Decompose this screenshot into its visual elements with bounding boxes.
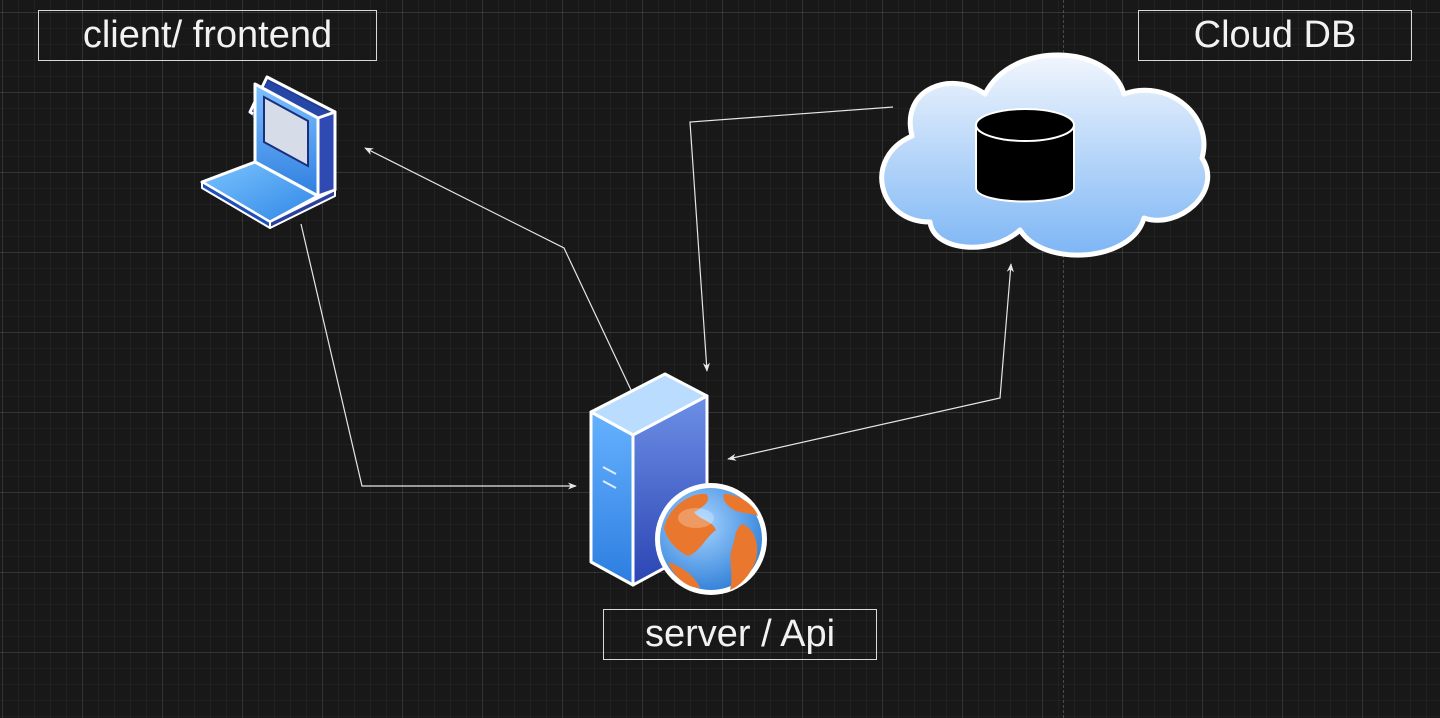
cloud-db-label[interactable]: Cloud DB [1138,10,1412,61]
connectors [300,106,1014,490]
page-break-line [1063,0,1064,718]
connector-client-to-server[interactable] [300,223,577,490]
laptop-icon[interactable] [200,75,337,229]
cloud-database-icon[interactable] [879,52,1211,258]
connector-server-to-client[interactable] [364,147,632,391]
globe-icon [655,483,767,595]
server-api-label[interactable]: server / Api [603,609,877,660]
web-server-globe-icon[interactable] [589,372,767,595]
connector-cloud-to-server[interactable] [689,106,894,372]
connector-server-cloud[interactable] [727,263,1014,461]
database-icon [975,108,1075,203]
client-frontend-label[interactable]: client/ frontend [38,10,377,61]
